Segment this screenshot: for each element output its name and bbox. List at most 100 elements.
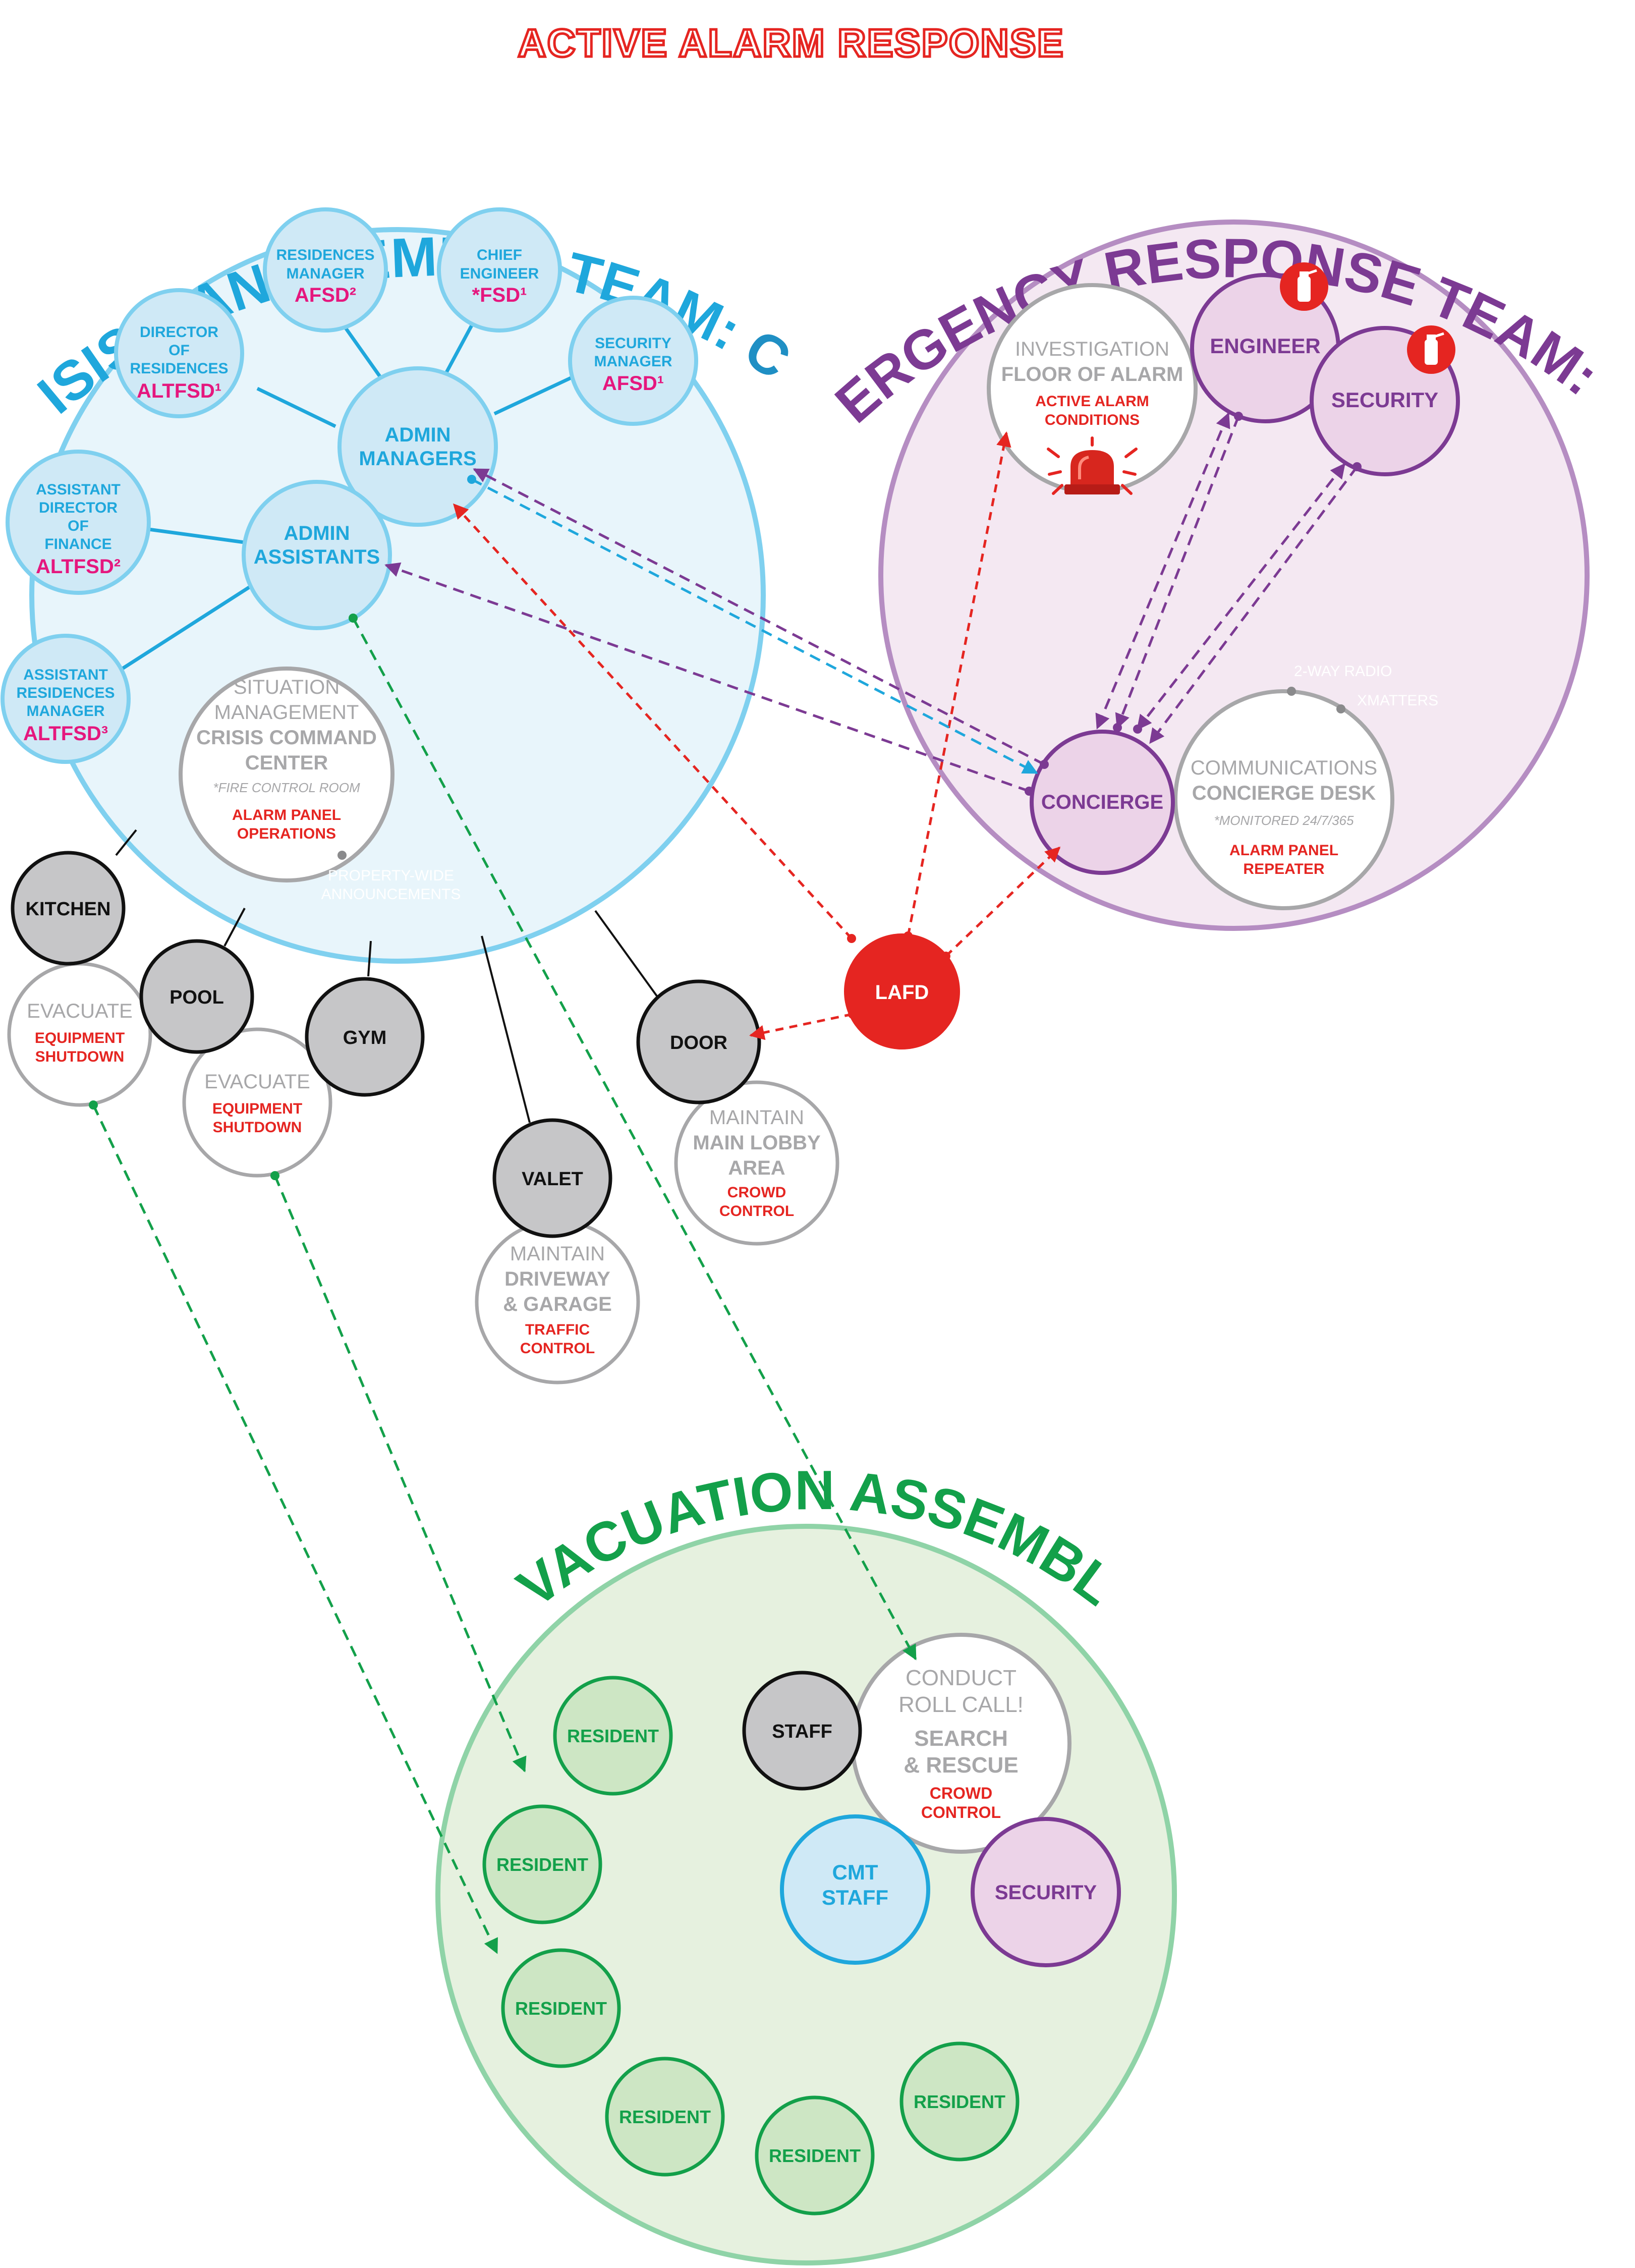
svg-text:EVACUATE: EVACUATE [27, 1000, 133, 1022]
svg-text:EVACUATE: EVACUATE [204, 1071, 310, 1093]
engineer-node: ENGINEER [1190, 273, 1340, 423]
svg-text:MANAGER: MANAGER [594, 353, 672, 370]
cmt-staff-node: CMT STAFF [780, 1814, 930, 1965]
svg-text:AFSD¹: AFSD¹ [602, 372, 664, 395]
door-node: DOOR [636, 979, 761, 1104]
svg-text:ALARM PANEL: ALARM PANEL [232, 807, 341, 823]
svg-text:CONTROL: CONTROL [520, 1340, 595, 1357]
xmatters-label: XMATTERS [1357, 692, 1438, 709]
svg-text:COMMUNICATIONS: COMMUNICATIONS [1191, 757, 1377, 779]
resident-node: RESIDENT [605, 2057, 725, 2177]
svg-text:AFSD²: AFSD² [295, 284, 356, 306]
resident-node: RESIDENT [501, 1948, 621, 2068]
svg-text:INVESTIGATION: INVESTIGATION [1015, 338, 1169, 360]
department-connector-lines [115, 829, 662, 1123]
svg-text:RESIDENT: RESIDENT [496, 1854, 588, 1875]
evacuate-node-1: EVACUATE EQUIPMENT SHUTDOWN [7, 962, 152, 1107]
svg-text:ADMIN: ADMIN [384, 424, 450, 446]
svg-text:STAFF: STAFF [772, 1721, 832, 1742]
svg-text:DIRECTOR: DIRECTOR [39, 500, 118, 516]
lafd-arrow-dots [847, 931, 950, 1019]
chief-engineer-node: CHIEF ENGINEER *FSD¹ [437, 207, 562, 333]
green-arrows [92, 617, 917, 1954]
svg-text:CONCIERGE: CONCIERGE [1041, 791, 1163, 813]
svg-text:RESIDENCES: RESIDENCES [16, 685, 115, 701]
svg-text:OPERATIONS: OPERATIONS [237, 825, 336, 842]
svg-text:MANAGER: MANAGER [287, 265, 365, 282]
svg-text:EQUIPMENT: EQUIPMENT [35, 1030, 125, 1046]
svg-text:CONDUCT: CONDUCT [906, 1666, 1017, 1690]
svg-text:LAFD: LAFD [875, 981, 929, 1004]
blue-arrows [471, 478, 1038, 775]
valet-node: VALET [492, 1118, 612, 1238]
purple-arrows [384, 412, 1359, 793]
svg-text:SECURITY: SECURITY [595, 335, 671, 352]
communications-node: COMMUNICATIONS CONCIERGE DESK *MONITORED… [1173, 687, 1394, 910]
svg-text:DIRECTOR: DIRECTOR [140, 324, 218, 341]
svg-text:SHUTDOWN: SHUTDOWN [213, 1119, 302, 1136]
svg-text:ALTFSD²: ALTFSD² [36, 556, 121, 578]
green-arrow-dots [89, 614, 358, 1180]
lafd-node: LAFD [844, 933, 960, 1049]
svg-text:SECURITY: SECURITY [1331, 388, 1438, 412]
svg-text:RESIDENT: RESIDENT [914, 2091, 1005, 2112]
svg-text:CONDITIONS: CONDITIONS [1045, 412, 1140, 428]
svg-text:RESIDENCES: RESIDENCES [276, 247, 374, 263]
svg-text:CONTROL: CONTROL [921, 1803, 1001, 1821]
property-wide-announcements-label-2: ANNOUNCEMENTS [321, 886, 461, 903]
svg-text:SEARCH: SEARCH [914, 1726, 1008, 1751]
svg-text:MAINTAIN: MAINTAIN [709, 1107, 804, 1129]
svg-text:REPEATER: REPEATER [1243, 861, 1324, 877]
roll-call-node: CONDUCT ROLL CALL! SEARCH & RESCUE CROWD… [851, 1633, 1072, 1854]
security-manager-node: SECURITY MANAGER AFSD¹ [568, 296, 698, 426]
driveway-node: MAINTAIN DRIVEWAY & GARAGE TRAFFIC CONTR… [475, 1219, 640, 1385]
kitchen-node: KITCHEN [11, 851, 126, 966]
lobby-node: MAINTAIN MAIN LOBBY AREA CROWD CONTROL [674, 1080, 839, 1246]
svg-text:ASSISTANTS: ASSISTANTS [254, 546, 380, 568]
gym-node: GYM [305, 977, 425, 1097]
svg-text:ALTFSD³: ALTFSD³ [23, 723, 108, 745]
svg-text:MAINTAIN: MAINTAIN [510, 1243, 605, 1265]
concierge-node: CONCIERGE [1030, 730, 1175, 875]
svg-text:ASSISTANT: ASSISTANT [23, 667, 108, 683]
resident-node: RESIDENT [755, 2095, 875, 2216]
svg-text:CROWD: CROWD [727, 1184, 786, 1201]
svg-text:VALET: VALET [522, 1169, 583, 1190]
svg-text:SITUATION: SITUATION [234, 676, 340, 698]
svg-text:CENTER: CENTER [245, 752, 328, 774]
svg-text:RESIDENCES: RESIDENCES [130, 360, 228, 377]
svg-text:OF: OF [68, 518, 89, 534]
lafd-arrows [453, 431, 1061, 1040]
svg-text:ACTIVE ALARM: ACTIVE ALARM [1035, 393, 1149, 410]
pool-node: POOL [139, 939, 254, 1054]
svg-text:ENGINEER: ENGINEER [1210, 334, 1320, 358]
svg-text:& GARAGE: & GARAGE [503, 1293, 612, 1315]
purple-arrow-dots [1025, 412, 1362, 796]
svg-text:CROWD: CROWD [930, 1784, 992, 1802]
svg-text:*FIRE CONTROL ROOM: *FIRE CONTROL ROOM [213, 780, 360, 795]
svg-text:ROLL CALL!: ROLL CALL! [898, 1692, 1024, 1717]
svg-text:DRIVEWAY: DRIVEWAY [504, 1268, 610, 1290]
page-title: ACTIVE ALARM RESPONSE [518, 21, 1064, 65]
assistant-director-finance-node: ASSISTANT DIRECTOR OF FINANCE ALTFSD² [6, 450, 151, 595]
admin-assistants-node: ADMIN ASSISTANTS [242, 480, 392, 630]
evacuate-node-2: EVACUATE EQUIPMENT SHUTDOWN [182, 1027, 332, 1178]
svg-text:SHUTDOWN: SHUTDOWN [35, 1048, 125, 1065]
svg-text:MANAGEMENT: MANAGEMENT [214, 701, 359, 724]
resident-node: RESIDENT [482, 1804, 602, 1924]
security-fire-extinguisher-icon [1407, 325, 1455, 374]
svg-text:DOOR: DOOR [670, 1032, 727, 1054]
staff-node: STAFF [742, 1671, 862, 1791]
assistant-residences-manager-node: ASSISTANT RESIDENCES MANAGER ALTFSD³ [1, 634, 131, 764]
svg-text:SECURITY: SECURITY [995, 1882, 1097, 1904]
svg-text:OF: OF [168, 342, 190, 359]
svg-text:MAIN LOBBY: MAIN LOBBY [693, 1132, 821, 1154]
svg-text:ADMIN: ADMIN [284, 522, 350, 544]
svg-text:RESIDENT: RESIDENT [619, 2107, 711, 2127]
svg-text:CONCIERGE DESK: CONCIERGE DESK [1192, 782, 1376, 804]
svg-text:CMT: CMT [832, 1860, 878, 1884]
svg-text:ASSISTANT: ASSISTANT [36, 481, 121, 498]
svg-text:CONTROL: CONTROL [719, 1203, 794, 1220]
engineer-fire-extinguisher-icon [1280, 262, 1328, 311]
